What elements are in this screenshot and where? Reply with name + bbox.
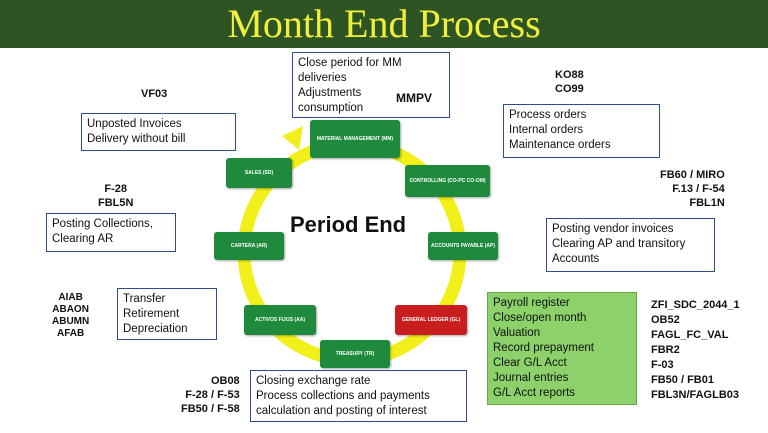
tcode-aa-line: AFAB: [56, 328, 85, 339]
node-cartera[interactable]: CARTERA (AR): [214, 232, 284, 260]
box-gl-line: Payroll register: [493, 297, 570, 309]
box-aa-line: Transfer: [123, 293, 166, 305]
tcode-tr-line: FB50 / F-58: [181, 403, 240, 415]
box-gl-line: Valuation: [493, 327, 541, 339]
node-material-management[interactable]: MATERIAL MANAGEMENT (MM): [310, 120, 400, 158]
node-sales[interactable]: SALES (SD): [226, 158, 292, 188]
tcode-ap-line: F.13 / F-54: [672, 183, 725, 195]
tcode-aa-line: ABAON: [52, 304, 89, 315]
box-ap: Posting vendor invoices Clearing AP and …: [546, 218, 715, 272]
box-tr-line: Closing exchange rate: [256, 375, 371, 387]
tcode-gl: ZFI_SDC_2044_1 OB52 FAGL_FC_VAL FBR2 F-0…: [651, 298, 740, 403]
box-gl-line: G/L Acct reports: [493, 387, 576, 399]
tcode-ar-line: F-28: [104, 183, 128, 195]
box-gl-line: Record prepayment: [493, 342, 594, 354]
tcode-co-line: KO88: [555, 69, 584, 81]
box-ap-line: Posting vendor invoices: [552, 223, 674, 235]
node-controlling[interactable]: CONTROLLING (CO-PC CO-OM): [405, 165, 490, 197]
tcode-tr: OB08 F-28 / F-53 FB50 / F-58: [181, 374, 240, 416]
box-aa: Transfer Retirement Depreciation: [117, 288, 217, 340]
tcode-tr-line: F-28 / F-53: [185, 389, 240, 401]
tcode-gl-line: F-03: [651, 359, 674, 371]
center-label: Period End: [290, 212, 407, 237]
box-sd: Unposted Invoices Delivery without bill: [81, 113, 236, 151]
box-sd-line: Delivery without bill: [87, 133, 186, 145]
tcode-ap-line: FB60 / MIRO: [660, 169, 725, 181]
tcode-ar: F-28 FBL5N: [98, 182, 133, 210]
box-ap-line: Clearing AP and transitory: [552, 238, 686, 250]
box-mm-line: Close period for MM: [298, 57, 402, 69]
tcode-gl-line: OB52: [651, 314, 680, 326]
tcode-gl-line: FBL3N/FAGLB03: [651, 389, 740, 401]
box-gl-line: Close/open month: [493, 312, 587, 324]
page-title: Month End Process: [227, 1, 541, 46]
box-ar: Posting Collections, Clearing AR: [46, 213, 176, 252]
tcode-aa: AIAB ABAON ABUMN AFAB: [52, 292, 89, 340]
box-mm-line: Adjustments: [298, 87, 362, 99]
box-mm: Close period for MM deliveries Adjustmen…: [292, 52, 450, 118]
tcode-sd: VF03: [141, 88, 168, 100]
tcode-ar-line: FBL5N: [98, 197, 134, 209]
box-ap-line: Accounts: [552, 253, 600, 265]
box-sd-line: Unposted Invoices: [87, 118, 182, 130]
box-mm-line: consumption: [298, 102, 364, 114]
box-gl-line: Journal entries: [493, 372, 569, 384]
tcode-co: KO88 CO99: [555, 68, 584, 96]
cycle-arrow-head: [282, 126, 303, 150]
tcode-gl-line: ZFI_SDC_2044_1: [651, 299, 740, 311]
box-gl: Payroll register Close/open month Valuat…: [487, 292, 637, 405]
tcode-gl-line: FBR2: [651, 344, 680, 356]
node-treasury[interactable]: TREASURY (TR): [320, 340, 390, 368]
box-mm-line: deliveries: [298, 72, 347, 84]
box-tr-line: calculation and posting of interest: [256, 405, 427, 417]
title-bar: [0, 0, 768, 48]
box-ar-line: Posting Collections,: [52, 218, 153, 230]
tcode-tr-line: OB08: [210, 375, 240, 387]
tcode-gl-line: FAGL_FC_VAL: [651, 329, 729, 341]
tcode-co-line: CO99: [555, 83, 584, 95]
box-co-line: Internal orders: [509, 124, 584, 136]
box-ar-line: Clearing AR: [52, 233, 114, 245]
box-tr-line: Process collections and payments: [256, 390, 430, 402]
box-gl-line: Clear G/L Acct: [493, 357, 567, 369]
tcode-ap-line: FBL1N: [689, 197, 725, 209]
node-activos-fijos[interactable]: ACTIVOS FIJOS (AA): [244, 305, 316, 335]
tcode-mm: MMPV: [396, 91, 432, 105]
tcode-gl-line: FB50 / FB01: [651, 374, 714, 386]
node-accounts-payable[interactable]: ACCOUNTS PAYABLE (AP): [428, 232, 498, 260]
box-co: Process orders Internal orders Maintenan…: [503, 104, 660, 158]
box-co-line: Process orders: [509, 109, 587, 121]
tcode-aa-line: ABUMN: [52, 316, 90, 327]
box-aa-line: Depreciation: [123, 323, 188, 335]
tcode-ap: FB60 / MIRO F.13 / F-54 FBL1N: [660, 168, 725, 210]
node-general-ledger[interactable]: GENERAL LEDGER (GL): [395, 305, 467, 335]
box-co-line: Maintenance orders: [509, 139, 611, 151]
box-aa-line: Retirement: [123, 308, 180, 320]
box-tr: Closing exchange rate Process collection…: [250, 370, 467, 422]
tcode-aa-line: AIAB: [58, 292, 83, 303]
